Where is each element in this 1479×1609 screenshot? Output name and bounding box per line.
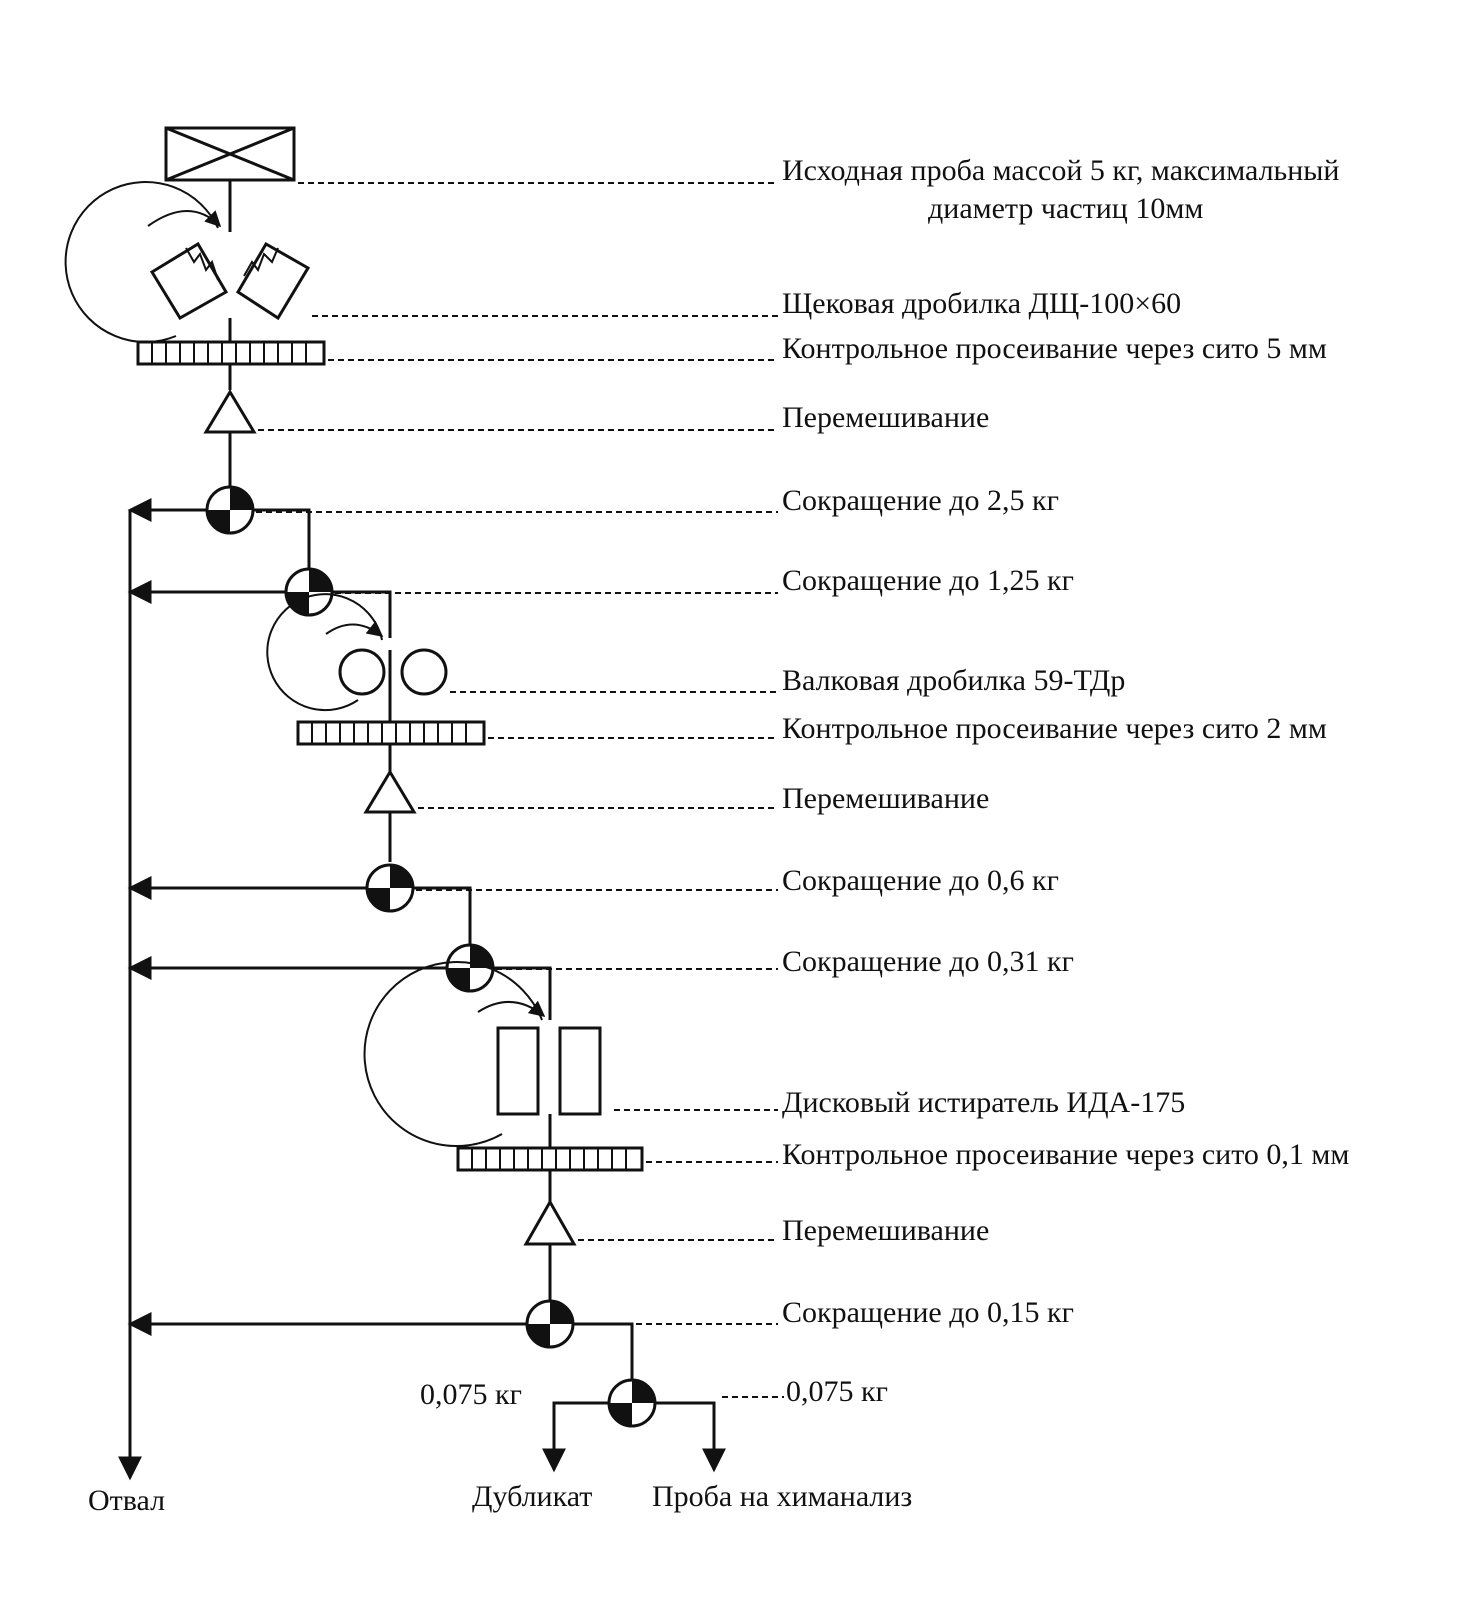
sieve-5mm-icon xyxy=(136,340,326,366)
label-duplicate: Дубликат xyxy=(472,1480,592,1513)
roll-crusher-icon xyxy=(266,593,448,712)
label-mixing-2: Перемешивание xyxy=(782,782,989,815)
divider-final-icon xyxy=(607,1378,657,1428)
label-initial-sample-line2: диаметр частиц 10мм xyxy=(928,192,1203,225)
chem-sample-arrow xyxy=(655,1401,726,1473)
flow-line xyxy=(332,590,392,638)
divider-0-6-icon xyxy=(365,863,415,913)
label-disc-grinder: Дисковый истиратель ИДА-175 xyxy=(782,1086,1185,1119)
label-reduce-0-15: Сокращение до 0,15 кг xyxy=(782,1296,1074,1329)
disc-grinder-icon xyxy=(363,961,602,1148)
jaw-crusher-icon xyxy=(64,181,311,343)
divider-1-25-icon xyxy=(284,567,334,617)
flow-line xyxy=(413,886,472,946)
label-chem-sample: Проба на химанализ xyxy=(652,1480,912,1513)
duplicate-arrow xyxy=(542,1401,609,1473)
initial-sample-icon xyxy=(164,126,296,182)
flow-line xyxy=(253,508,311,570)
flow-line xyxy=(573,1322,634,1380)
label-reduce-0-6: Сокращение до 0,6 кг xyxy=(782,864,1059,897)
divider-2-5-icon xyxy=(205,485,255,535)
label-reduce-0-31: Сокращение до 0,31 кг xyxy=(782,945,1074,978)
flow-line xyxy=(493,966,552,1020)
label-mixing-3: Перемешивание xyxy=(782,1214,989,1247)
sieve-0-1mm-icon xyxy=(456,1146,644,1172)
mixing-1-icon xyxy=(203,389,257,434)
label-reduce-1-25: Сокращение до 1,25 кг xyxy=(782,564,1074,597)
mixing-2-icon xyxy=(363,769,417,814)
label-sieve-5mm: Контрольное просеивание через сито 5 мм xyxy=(782,332,1327,365)
label-sieve-2mm: Контрольное просеивание через сито 2 мм xyxy=(782,712,1327,745)
divider-0-15-icon xyxy=(525,1299,575,1349)
label-split-left-mass: 0,075 кг xyxy=(420,1378,522,1411)
mixing-3-icon xyxy=(523,1198,577,1246)
label-roll-crusher: Валковая дробилка 59-ТДр xyxy=(782,664,1125,697)
label-waste: Отвал xyxy=(88,1484,165,1517)
label-sieve-0-1mm: Контрольное просеивание через сито 0,1 м… xyxy=(782,1138,1349,1171)
divider-0-31-icon xyxy=(445,943,495,993)
label-split-right-mass: 0,075 кг xyxy=(786,1375,888,1408)
label-reduce-2-5: Сокращение до 2,5 кг xyxy=(782,484,1059,517)
sieve-2mm-icon xyxy=(296,720,486,746)
label-mixing-1: Перемешивание xyxy=(782,401,989,434)
label-initial-sample-line1: Исходная проба массой 5 кг, максимальный xyxy=(782,154,1340,187)
label-jaw-crusher: Щековая дробилка ДЩ-100×60 xyxy=(782,287,1181,320)
